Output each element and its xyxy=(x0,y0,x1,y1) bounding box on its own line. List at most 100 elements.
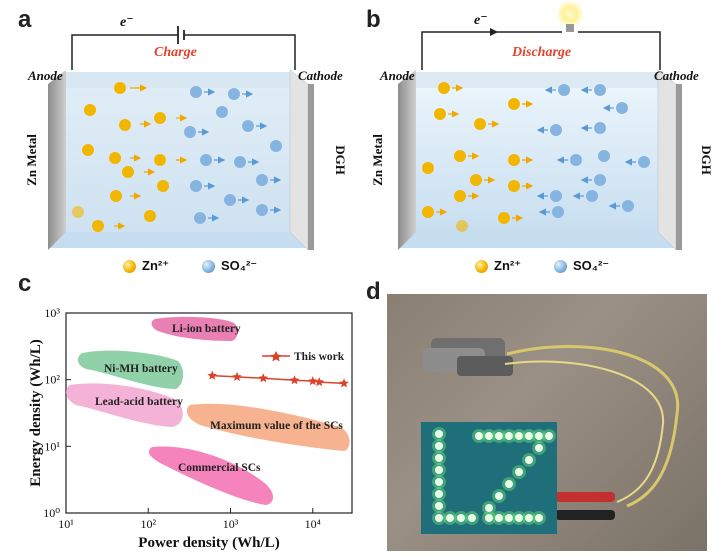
x-tick-label: 10² xyxy=(140,517,156,531)
panel-b-legend-so4: SO₄²⁻ xyxy=(554,258,609,274)
led-light xyxy=(468,514,476,522)
led-light xyxy=(485,504,493,512)
panel-b-electron-label: e⁻ xyxy=(474,13,488,28)
label-commercial-scs: Commercial SCs xyxy=(178,462,261,474)
led-light xyxy=(505,432,513,440)
region-labels: Li-ion battery Ni-MH battery Lead-acid b… xyxy=(95,323,343,474)
light-bulb-icon xyxy=(556,0,584,28)
panel-b-cell-illustration xyxy=(398,0,682,251)
panel-a-electron-label: e⁻ xyxy=(120,15,134,30)
region-ni-mh-battery xyxy=(77,350,184,389)
panel-a-dgh-label: DGH xyxy=(333,145,348,175)
y-tick-label: 10² xyxy=(44,373,60,387)
zn-ion-icon xyxy=(475,259,488,273)
chart-legend: This work xyxy=(262,351,345,363)
led-light xyxy=(525,456,533,464)
led-array xyxy=(432,427,556,525)
y-tick-label: 10¹ xyxy=(44,439,60,453)
legend-zn-text: Zn²⁺ xyxy=(142,258,170,273)
so4-ion-icon xyxy=(202,259,215,273)
data-point-star xyxy=(308,376,318,386)
led-light xyxy=(435,430,443,438)
panel-b-cathode-label: Cathode xyxy=(654,68,699,83)
series-this-work xyxy=(207,370,349,388)
label-lead-acid-battery: Lead-acid battery xyxy=(95,396,183,408)
led-light xyxy=(535,432,543,440)
led-light xyxy=(525,514,533,522)
led-light xyxy=(435,442,443,450)
led-light xyxy=(495,432,503,440)
panel-b-mode-label: Discharge xyxy=(512,45,572,60)
x-tick-label: 10¹ xyxy=(58,517,74,531)
panel-b-zn-metal-label: Zn Metal xyxy=(370,134,385,186)
led-light xyxy=(525,432,533,440)
data-point-star xyxy=(339,378,349,388)
y-axis-label: Energy density (Wh/L) xyxy=(28,339,44,487)
panel-a-mode-label: Charge xyxy=(154,45,197,60)
x-axis-label: Power density (Wh/L) xyxy=(138,535,279,551)
led-light xyxy=(535,444,543,452)
y-tick-label: 10³ xyxy=(44,306,60,320)
panel-label-a: a xyxy=(18,6,32,33)
panel-a-so4-ions xyxy=(184,86,282,224)
legend-this-work: This work xyxy=(294,351,345,363)
data-point-star xyxy=(289,375,300,385)
region-maximum-value-scs xyxy=(186,403,350,451)
regions xyxy=(66,316,350,505)
region-commercial-scs xyxy=(148,446,274,505)
panel-b-zn-ions xyxy=(422,82,520,232)
led-light xyxy=(435,478,443,486)
data-point-star xyxy=(207,370,218,380)
legend-so4-text: SO₄²⁻ xyxy=(573,258,610,273)
data-point-star xyxy=(232,371,242,381)
panel-b-legend-zn: Zn²⁺ xyxy=(475,258,521,274)
data-point-star xyxy=(258,373,268,383)
clip-icon xyxy=(423,338,513,376)
region-lead-acid-battery xyxy=(66,383,183,427)
led-photo xyxy=(387,294,707,551)
led-light xyxy=(495,492,503,500)
led-light xyxy=(495,514,503,522)
panel-b-dgh-label: DGH xyxy=(699,145,714,175)
led-light xyxy=(535,514,543,522)
x-tick-label: 10³ xyxy=(223,517,239,531)
led-light xyxy=(435,466,443,474)
legend-zn-text: Zn²⁺ xyxy=(494,258,522,273)
black-clip-icon xyxy=(555,510,615,520)
panel-label-c: c xyxy=(18,270,32,297)
led-light xyxy=(515,468,523,476)
panel-a-legend-so4: SO₄²⁻ xyxy=(202,258,257,274)
led-photo-illustration xyxy=(421,338,680,534)
panel-a-charge-diagram: e⁻ Charge Anode Cathode Zn Metal DGH Zn²… xyxy=(0,0,360,280)
led-light xyxy=(505,514,513,522)
led-light xyxy=(446,514,454,522)
led-light xyxy=(515,514,523,522)
zn-ion-icon xyxy=(123,259,136,273)
panel-b-so4-ions xyxy=(550,84,650,218)
led-light xyxy=(457,514,465,522)
label-maximum-value-scs: Maximum value of the SCs xyxy=(210,420,343,432)
led-light xyxy=(485,514,493,522)
panel-a-zn-ions xyxy=(72,82,169,232)
label-ni-mh-battery: Ni-MH battery xyxy=(104,363,178,375)
panel-a-anode-label: Anode xyxy=(28,68,63,83)
led-light xyxy=(475,432,483,440)
panel-a-zn-metal-label: Zn Metal xyxy=(24,134,39,186)
legend-star-icon xyxy=(270,351,282,362)
legend-so4-text: SO₄²⁻ xyxy=(221,258,258,273)
panel-label-b: b xyxy=(366,6,381,33)
led-light xyxy=(515,432,523,440)
panel-b-anode-label: Anode xyxy=(380,68,415,83)
y-tick-label: 10⁰ xyxy=(43,506,60,520)
panel-a-cathode-label: Cathode xyxy=(298,68,343,83)
led-light xyxy=(485,432,493,440)
panel-a-legend-zn: Zn²⁺ xyxy=(123,258,169,274)
panel-a-cell-illustration xyxy=(48,26,314,251)
led-light xyxy=(505,480,513,488)
ragone-chart: Li-ion battery Ni-MH battery Lead-acid b… xyxy=(28,306,353,551)
panel-b-discharge-diagram: e⁻ Discharge Anode Cathode Zn Metal DGH … xyxy=(360,0,727,280)
so4-ion-icon xyxy=(554,259,567,273)
led-light xyxy=(545,432,553,440)
x-tick-label: 10⁴ xyxy=(305,517,321,531)
led-light xyxy=(435,514,443,522)
